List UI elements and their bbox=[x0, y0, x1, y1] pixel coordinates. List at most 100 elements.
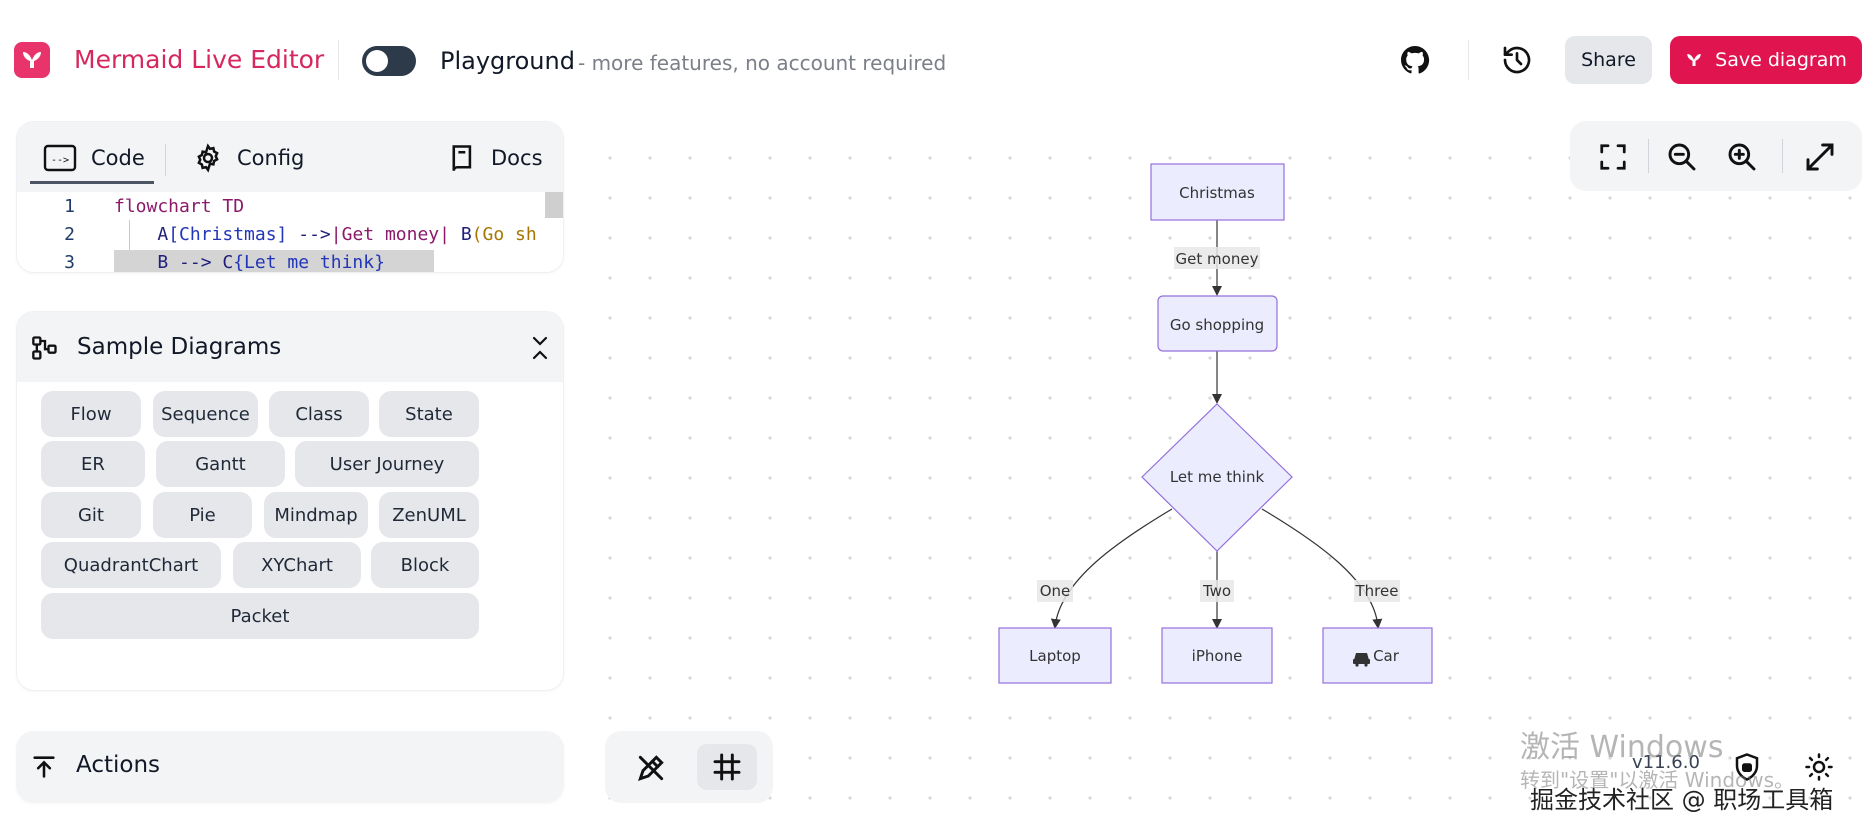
code-token: --> bbox=[168, 251, 223, 273]
code-editor[interactable]: 1 flowchart TD 2 A[Christmas] -->|Get mone… bbox=[17, 192, 563, 272]
sample-er-button[interactable]: ER bbox=[41, 441, 145, 487]
view-toolbar bbox=[1570, 121, 1862, 191]
sample-pie-button[interactable]: Pie bbox=[153, 492, 252, 538]
theme-sun-icon[interactable] bbox=[1804, 752, 1834, 782]
grid-icon bbox=[713, 753, 741, 781]
header-divider-2 bbox=[1468, 40, 1469, 80]
sample-git-button[interactable]: Git bbox=[41, 492, 141, 538]
sample-state-button[interactable]: State bbox=[379, 391, 479, 437]
actions-panel[interactable]: Actions bbox=[16, 731, 564, 803]
actions-title: Actions bbox=[76, 752, 161, 778]
save-diagram-label: Save diagram bbox=[1715, 49, 1847, 71]
code-line[interactable]: 1 flowchart TD bbox=[17, 192, 563, 220]
tab-docs[interactable]: Docs bbox=[449, 140, 543, 176]
code-token: --> bbox=[287, 223, 331, 245]
editor-scrollbar[interactable] bbox=[545, 192, 563, 218]
code-token: {Let me think} bbox=[233, 251, 385, 273]
grid-toggle-button[interactable] bbox=[697, 744, 757, 790]
sample-xychart-button[interactable]: XYChart bbox=[233, 542, 361, 588]
expand-icon[interactable] bbox=[1804, 141, 1836, 173]
active-tab-indicator bbox=[30, 181, 154, 184]
collapse-icon[interactable] bbox=[529, 334, 551, 362]
node-iphone[interactable]: iPhone bbox=[1161, 627, 1273, 684]
book-icon bbox=[452, 145, 472, 171]
node-christmas[interactable]: Christmas bbox=[1150, 163, 1285, 221]
playground-label: Playground bbox=[440, 47, 575, 75]
edit-pen-icon[interactable] bbox=[635, 752, 667, 784]
code-panel: --> Code Config Docs 1 flowchart TD 2 A[Ch… bbox=[16, 121, 564, 273]
canvas-mode-toolbar bbox=[605, 731, 773, 803]
code-token: flowchart TD bbox=[114, 195, 245, 217]
sample-mindmap-button[interactable]: Mindmap bbox=[264, 492, 368, 538]
toggle-knob bbox=[366, 50, 388, 72]
node-laptop[interactable]: Laptop bbox=[998, 627, 1112, 684]
code-token: A bbox=[114, 223, 169, 245]
share-button[interactable]: Share bbox=[1565, 36, 1652, 84]
gear-icon bbox=[197, 143, 219, 173]
sample-gantt-button[interactable]: Gantt bbox=[156, 441, 285, 487]
svg-text:-->: --> bbox=[51, 155, 69, 166]
playground-toggle[interactable] bbox=[362, 46, 416, 76]
node-laptop-label: Laptop bbox=[1029, 647, 1081, 665]
tab-code-label: Code bbox=[91, 146, 145, 170]
zoom-in-icon[interactable] bbox=[1726, 141, 1758, 173]
editor-tabs: --> Code Config Docs bbox=[17, 122, 563, 192]
toolbar-separator bbox=[1648, 139, 1649, 173]
tab-docs-label: Docs bbox=[491, 146, 543, 170]
upload-icon bbox=[33, 756, 55, 778]
node-go-shopping-label: Go shopping bbox=[1170, 316, 1264, 334]
sample-user-journey-button[interactable]: User Journey bbox=[295, 441, 479, 487]
code-token: C bbox=[222, 251, 234, 273]
code-token: [Christmas] bbox=[168, 223, 288, 245]
sample-flow-button[interactable]: Flow bbox=[41, 391, 141, 437]
node-let-me-think-label: Let me think bbox=[1170, 468, 1265, 486]
tab-config-label: Config bbox=[237, 146, 305, 170]
sample-diagrams-title: Sample Diagrams bbox=[77, 334, 282, 360]
code-text: A[Christmas] -->|Get money| B(Go sh bbox=[114, 223, 536, 245]
sample-packet-button[interactable]: Packet bbox=[41, 593, 479, 639]
sample-diagrams-header[interactable]: Sample Diagrams bbox=[17, 312, 563, 382]
code-text: B --> C{Let me think} bbox=[114, 252, 385, 273]
node-christmas-label: Christmas bbox=[1179, 184, 1255, 202]
code-icon: --> bbox=[43, 144, 77, 172]
node-go-shopping[interactable]: Go shopping bbox=[1157, 295, 1278, 352]
zoom-out-icon[interactable] bbox=[1666, 141, 1698, 173]
car-icon bbox=[1353, 653, 1370, 667]
header: Mermaid Live Editor Playground - more fe… bbox=[0, 0, 1864, 120]
sample-sequence-button[interactable]: Sequence bbox=[153, 391, 258, 437]
node-car-label: Car bbox=[1373, 647, 1400, 665]
sample-class-button[interactable]: Class bbox=[269, 391, 369, 437]
history-button[interactable] bbox=[1497, 40, 1537, 80]
code-line[interactable]: 2 A[Christmas] -->|Get money| B(Go sh bbox=[17, 220, 563, 248]
indent-guide bbox=[129, 220, 130, 272]
privacy-shield-icon[interactable] bbox=[1732, 752, 1762, 782]
mermaid-logo-icon bbox=[23, 52, 41, 68]
line-highlight bbox=[114, 250, 434, 272]
sample-zenuml-button[interactable]: ZenUML bbox=[379, 492, 479, 538]
app-title: Mermaid Live Editor bbox=[74, 45, 325, 74]
history-icon bbox=[1503, 46, 1531, 74]
line-number: 2 bbox=[64, 223, 75, 245]
mermaid-save-icon bbox=[1687, 54, 1701, 66]
github-icon bbox=[1401, 46, 1430, 74]
code-text: flowchart TD bbox=[114, 196, 244, 217]
save-diagram-button[interactable]: Save diagram bbox=[1670, 36, 1862, 84]
windows-activation-hint: 转到"设置"以激活 Windows。 bbox=[1520, 768, 1795, 792]
sample-quadrantchart-button[interactable]: QuadrantChart bbox=[41, 542, 221, 588]
code-token: B bbox=[114, 251, 169, 273]
fit-screen-icon[interactable] bbox=[1598, 142, 1628, 172]
node-car[interactable]: Car bbox=[1322, 627, 1433, 684]
line-number: 1 bbox=[64, 195, 75, 217]
code-line[interactable]: 3 B --> C{Let me think} bbox=[17, 248, 563, 273]
line-number: 3 bbox=[64, 251, 75, 273]
code-token: B bbox=[449, 223, 472, 245]
mermaid-logo[interactable] bbox=[14, 42, 50, 78]
source-credit: 掘金技术社区 @ 职场工具箱 bbox=[1530, 786, 1834, 814]
github-button[interactable] bbox=[1395, 40, 1435, 80]
windows-activation-watermark: 激活 Windows bbox=[1520, 730, 1724, 765]
tab-config[interactable]: Config bbox=[193, 140, 304, 176]
node-let-me-think[interactable]: Let me think bbox=[1141, 403, 1293, 552]
sample-block-button[interactable]: Block bbox=[371, 542, 479, 588]
tab-code[interactable]: --> Code bbox=[43, 140, 145, 176]
tab-separator bbox=[165, 144, 166, 176]
